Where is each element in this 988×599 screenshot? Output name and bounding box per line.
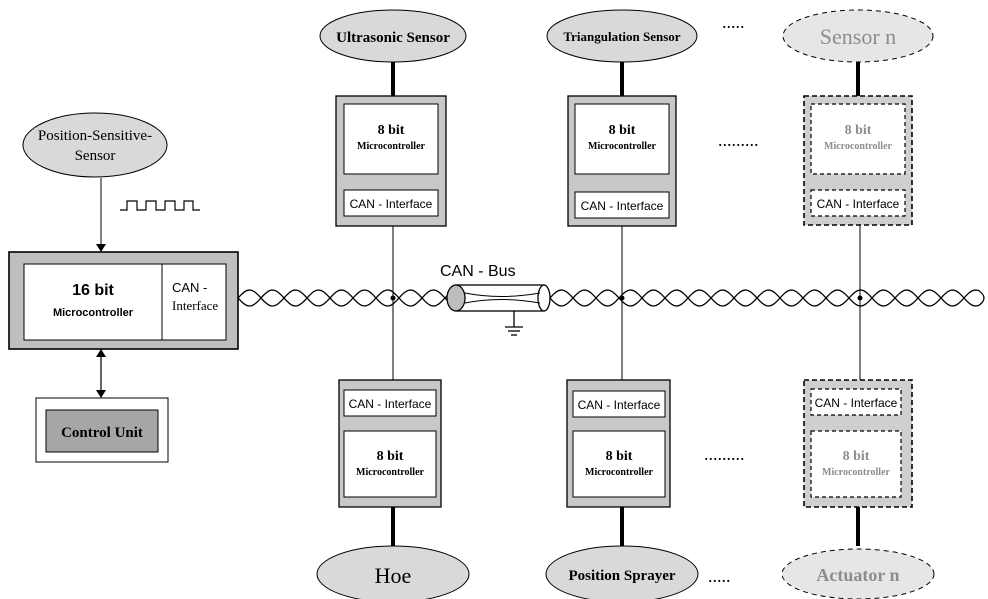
ground-symbol xyxy=(505,311,523,336)
hoe-node-module: CAN - Interface 8 bit Microcontroller xyxy=(338,379,442,508)
ultrasonic-can-label: CAN - Interface xyxy=(350,197,433,211)
pulse-signal-icon xyxy=(120,200,200,211)
ellipsis-actuators: ..... xyxy=(708,566,731,586)
hoe-actuator: Hoe xyxy=(316,545,470,599)
sensor-n-can-label: CAN - Interface xyxy=(817,197,900,211)
arrow-down-icon xyxy=(96,244,106,252)
actuator-n: Actuator n xyxy=(781,548,935,599)
sprayer-micro-label: Microcontroller xyxy=(585,467,653,478)
position-sprayer-label: Position Sprayer xyxy=(568,568,675,584)
main-can-label-2: Interface xyxy=(172,298,218,313)
hoe-label: Hoe xyxy=(375,563,412,588)
control-unit-box: Control Unit xyxy=(35,397,169,463)
ellipsis-sensors: ..... xyxy=(722,12,745,32)
ellipsis-upper-nodes: ......... xyxy=(718,130,759,150)
ultrasonic-bits-label: 8 bit xyxy=(378,123,405,138)
sensor-n-micro-label: Microcontroller xyxy=(824,141,892,152)
ultrasonic-label: Ultrasonic Sensor xyxy=(336,30,450,46)
ultrasonic-node-module: 8 bit Microcontroller CAN - Interface xyxy=(335,95,447,227)
sprayer-node-module: CAN - Interface 8 bit Microcontroller xyxy=(566,379,671,508)
actuator-n-label: Actuator n xyxy=(816,565,899,585)
bus-shield xyxy=(446,284,551,312)
position-sensitive-label-2: Sensor xyxy=(75,148,116,164)
position-sensitive-label-1: Position-Sensitive- xyxy=(38,128,152,144)
sensor-n-node-module: 8 bit Microcontroller CAN - Interface xyxy=(803,95,913,226)
sensor-n-label: Sensor n xyxy=(820,24,896,49)
can-bus-label: CAN - Bus xyxy=(440,263,516,280)
bus-end-terminator xyxy=(977,289,985,307)
control-unit-label: Control Unit xyxy=(61,425,143,441)
sensor-n: Sensor n xyxy=(782,9,934,63)
triangulation-sensor: Triangulation Sensor xyxy=(546,9,698,63)
main-can-label-1: CAN - xyxy=(172,280,207,295)
position-sensitive-sensor: Position-Sensitive- Sensor xyxy=(22,112,168,178)
ultrasonic-sensor: Ultrasonic Sensor xyxy=(319,9,467,63)
actuator-n-can-label: CAN - Interface xyxy=(815,396,898,410)
position-sprayer-actuator: Position Sprayer xyxy=(545,545,699,599)
ellipsis-lower-nodes: ......... xyxy=(704,444,745,464)
main-microcontroller-module: 16 bit Microcontroller CAN - Interface xyxy=(8,251,239,350)
triangulation-can-label: CAN - Interface xyxy=(581,199,664,213)
ultrasonic-micro-label: Microcontroller xyxy=(357,141,425,152)
arrow-down-icon xyxy=(96,390,106,398)
actuator-n-bits-label: 8 bit xyxy=(843,449,870,464)
sprayer-bits-label: 8 bit xyxy=(606,449,633,464)
can-bus-cable xyxy=(237,289,979,307)
main-bits-label: 16 bit xyxy=(72,282,114,299)
sprayer-can-label: CAN - Interface xyxy=(578,398,661,412)
controller-control-unit-link xyxy=(96,349,106,398)
triangulation-node-module: 8 bit Microcontroller CAN - Interface xyxy=(567,95,677,227)
actuator-n-micro-label: Microcontroller xyxy=(822,467,890,478)
sensor-n-bits-label: 8 bit xyxy=(845,123,872,138)
actuator-n-node-module: CAN - Interface 8 bit Microcontroller xyxy=(803,379,913,508)
main-micro-label: Microcontroller xyxy=(53,307,134,319)
triangulation-label: Triangulation Sensor xyxy=(563,29,680,44)
triangulation-micro-label: Microcontroller xyxy=(588,141,656,152)
hoe-bits-label: 8 bit xyxy=(377,449,404,464)
triangulation-bits-label: 8 bit xyxy=(609,123,636,138)
arrow-up-icon xyxy=(96,349,106,357)
hoe-can-label: CAN - Interface xyxy=(349,397,432,411)
hoe-micro-label: Microcontroller xyxy=(356,467,424,478)
